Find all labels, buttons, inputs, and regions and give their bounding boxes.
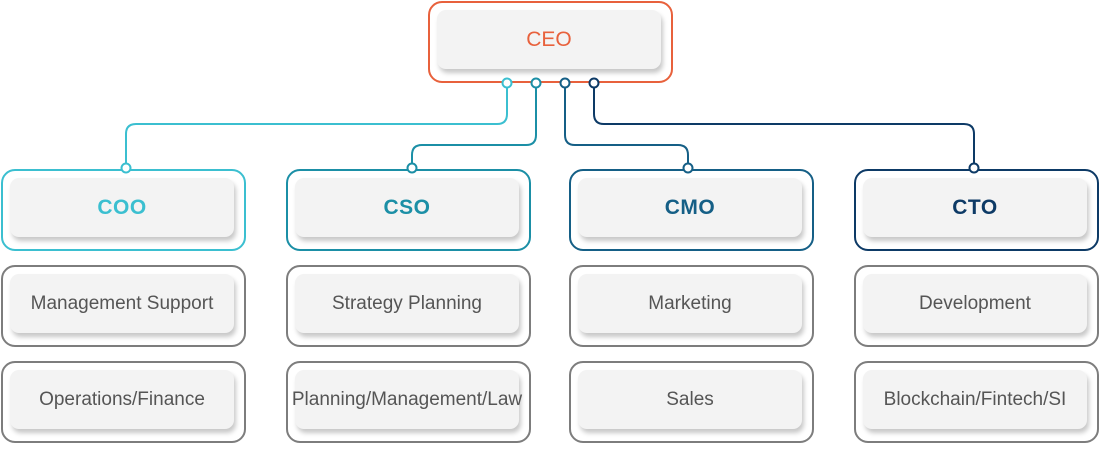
cto-label: CTO (952, 195, 998, 219)
ceo-box: CEO (428, 1, 673, 83)
cmo-dept-1-box: Marketing (569, 265, 814, 347)
cto-box: CTO (854, 169, 1099, 251)
cto-dept-1-box: Development (854, 265, 1099, 347)
cso-dept-1-box: Strategy Planning (286, 265, 531, 347)
coo-connector-dot-bottom (120, 162, 132, 174)
cmo-label: CMO (664, 195, 716, 219)
coo-dept-2-label: Operations/Finance (39, 388, 205, 410)
cmo-box: CMO (569, 169, 814, 251)
cto-connector-dot-top (588, 77, 600, 89)
coo-dept-2-box: Operations/Finance (1, 361, 246, 443)
coo-connector-line (125, 83, 508, 168)
cmo-connector-line (564, 83, 689, 168)
coo-label: COO (97, 195, 147, 219)
cmo-connector-dot-bottom (682, 162, 694, 174)
cmo-dept-1-label: Marketing (648, 292, 732, 314)
coo-dept-1-box: Management Support (1, 265, 246, 347)
cso-dept-2-label: Planning/Management/Law (291, 388, 523, 410)
ceo-label: CEO (526, 27, 572, 51)
cso-connector-dot-top (530, 77, 542, 89)
cto-connector-dot-bottom (968, 162, 980, 174)
cto-dept-1-label: Development (919, 292, 1031, 314)
cto-dept-2-label: Blockchain/Fintech/SI (883, 388, 1067, 410)
cmo-dept-2-box: Sales (569, 361, 814, 443)
cso-dept-1-label: Strategy Planning (332, 292, 482, 314)
cto-dept-2-box: Blockchain/Fintech/SI (854, 361, 1099, 443)
cso-label: CSO (383, 195, 431, 219)
cso-connector-line (411, 83, 537, 168)
cso-box: CSO (286, 169, 531, 251)
coo-connector-dot-top (501, 77, 513, 89)
cso-dept-2-box: Planning/Management/Law (286, 361, 531, 443)
cto-connector-line (593, 83, 975, 168)
cso-connector-dot-bottom (406, 162, 418, 174)
cmo-connector-dot-top (559, 77, 571, 89)
coo-dept-1-label: Management Support (30, 292, 214, 314)
cmo-dept-2-label: Sales (666, 388, 714, 410)
coo-box: COO (1, 169, 246, 251)
